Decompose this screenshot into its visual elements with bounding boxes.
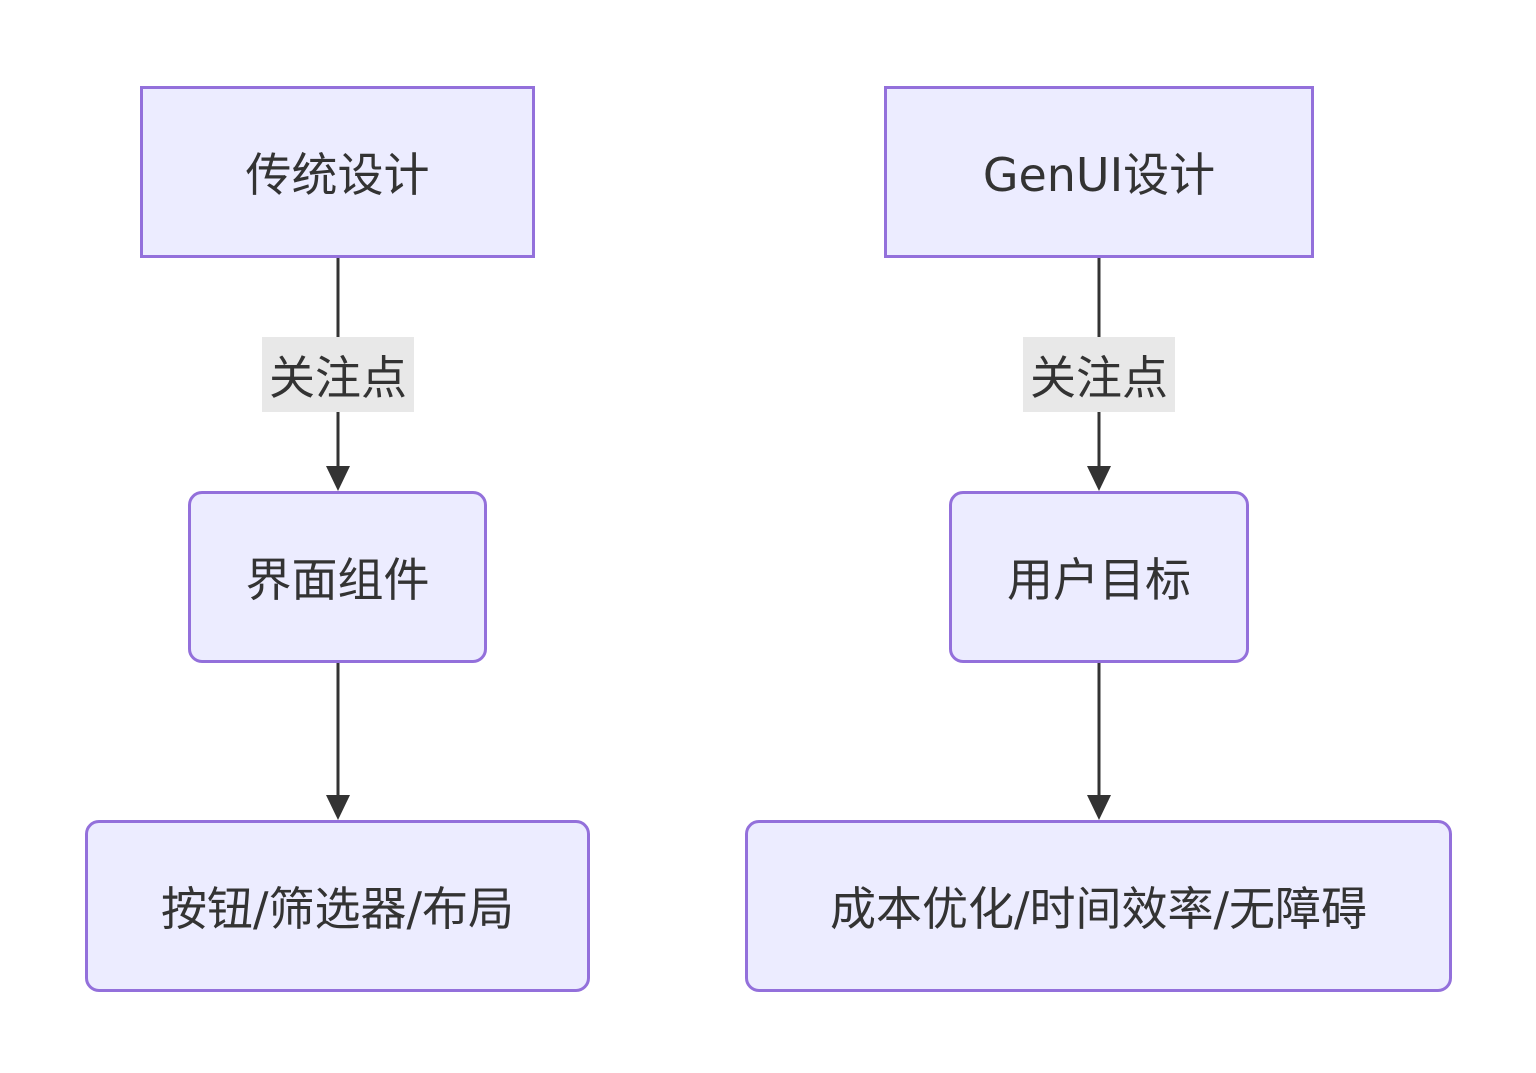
arrowhead-left-middle <box>326 466 350 491</box>
node-button-filter-layout-label: 按钮/筛选器/布局 <box>161 882 514 936</box>
arrowhead-right-bottom <box>1087 795 1111 820</box>
edge-label-left-text: 关注点 <box>269 350 407 405</box>
edge-label-right: 关注点 <box>1023 337 1175 412</box>
arrowhead-right-middle <box>1087 466 1111 491</box>
node-ui-components: 界面组件 <box>188 491 487 663</box>
node-genui-design: GenUI设计 <box>884 86 1314 258</box>
node-ui-components-label: 界面组件 <box>245 553 430 607</box>
node-button-filter-layout: 按钮/筛选器/布局 <box>85 820 590 992</box>
node-user-goals: 用户目标 <box>949 491 1249 663</box>
node-cost-time-accessibility-label: 成本优化/时间效率/无障碍 <box>830 882 1367 936</box>
node-traditional-design-label: 传统设计 <box>245 148 430 202</box>
node-traditional-design: 传统设计 <box>140 86 535 258</box>
edge-label-left: 关注点 <box>262 337 414 412</box>
node-cost-time-accessibility: 成本优化/时间效率/无障碍 <box>745 820 1452 992</box>
edge-label-right-text: 关注点 <box>1030 350 1168 405</box>
node-user-goals-label: 用户目标 <box>1007 553 1191 607</box>
node-genui-design-label: GenUI设计 <box>982 148 1216 202</box>
arrowhead-left-bottom <box>326 795 350 820</box>
